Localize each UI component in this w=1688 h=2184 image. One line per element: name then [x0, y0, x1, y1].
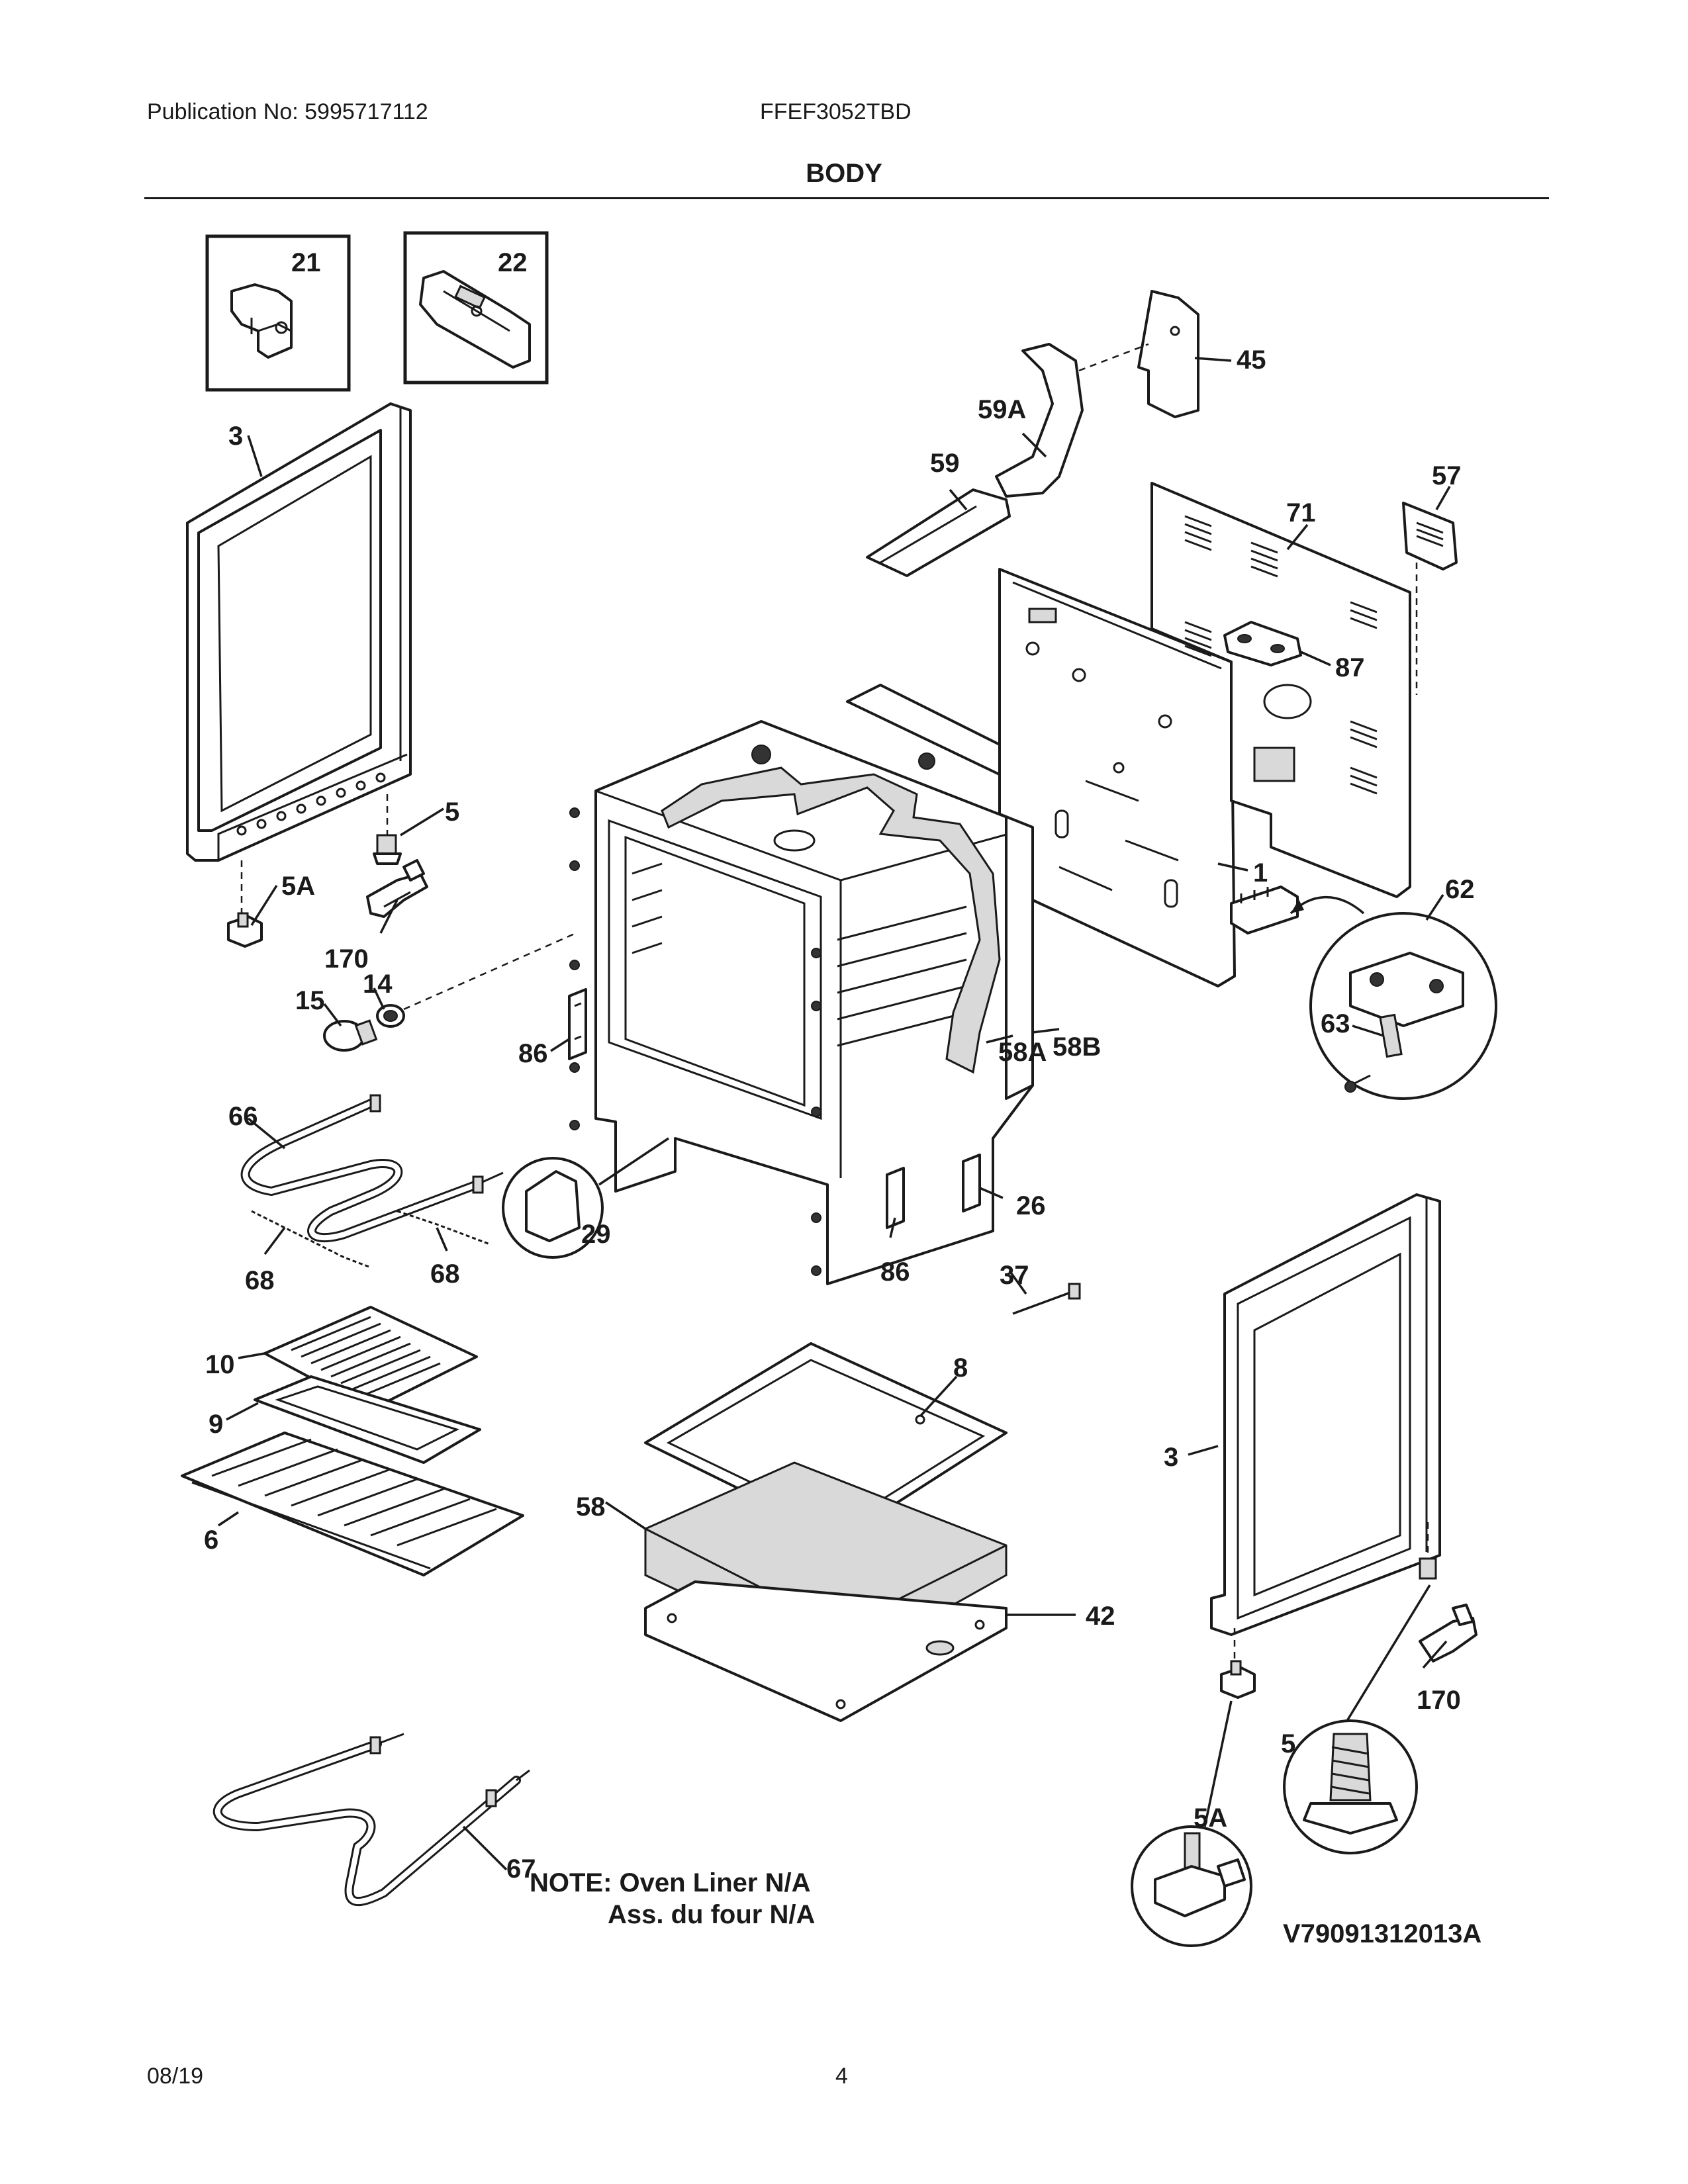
- inset-box-21: [205, 234, 351, 392]
- element-support-clip-left: [251, 1210, 371, 1269]
- callout-29: 29: [581, 1220, 611, 1249]
- callout-5A: 5A: [281, 872, 315, 901]
- left-side-panel: [186, 402, 412, 862]
- callout-170: 170: [324, 944, 369, 974]
- callout-3-left: 3: [228, 422, 243, 451]
- hinge-receptacle-26: [962, 1154, 981, 1212]
- vent-slots: [1184, 515, 1378, 795]
- callout-8: 8: [953, 1353, 968, 1383]
- callout-26: 26: [1016, 1191, 1046, 1220]
- vent-duct: [866, 488, 1011, 577]
- callout-15: 15: [295, 986, 325, 1015]
- element-support-clip-right: [397, 1210, 491, 1246]
- broil-pan: [254, 1375, 481, 1464]
- oven-cavity-frame: [569, 720, 1034, 1285]
- leveling-leg-detail: [1283, 1584, 1431, 1854]
- footer-date: 08/19: [147, 2064, 204, 2089]
- vent-duct-extension: [995, 343, 1084, 498]
- callout-57: 57: [1432, 461, 1462, 490]
- leg-bracket-right: [1220, 1628, 1256, 1699]
- hinge-detail: [502, 1137, 669, 1259]
- oven-rack: [181, 1432, 524, 1576]
- callout-9: 9: [209, 1410, 223, 1439]
- callout-1: 1: [1253, 858, 1268, 887]
- model-number: FFEF3052TBD: [760, 99, 912, 124]
- bottom-drawer-pan: [644, 1580, 1008, 1722]
- callout-45: 45: [1237, 345, 1266, 375]
- callout-58: 58: [576, 1492, 606, 1522]
- lamp-socket: [376, 932, 577, 1028]
- callout-87: 87: [1335, 653, 1365, 682]
- page-number: 4: [835, 2064, 848, 2089]
- callout-37: 37: [1000, 1261, 1029, 1290]
- callout-86-upper: 86: [518, 1039, 548, 1068]
- callout-5-right: 5: [1281, 1729, 1295, 1758]
- oven-temperature-sensor: [1012, 1283, 1081, 1315]
- terminal-block-plate: [1223, 621, 1302, 666]
- oven-light-bulb: [323, 1019, 378, 1052]
- rear-cover-plate: [1402, 502, 1458, 695]
- rear-access-panel: [1150, 482, 1411, 898]
- callout-6: 6: [204, 1525, 218, 1555]
- oven-liner-note-french: Ass. du four N/A: [608, 1900, 815, 1929]
- callout-59A: 59A: [978, 395, 1026, 424]
- rear-bracket: [1078, 290, 1199, 418]
- right-side-panel: [1210, 1193, 1441, 1636]
- panel-bottom-holes: [236, 772, 386, 836]
- bake-element: [212, 1733, 530, 1906]
- callout-5: 5: [445, 797, 459, 827]
- header-divider: [144, 197, 1549, 199]
- callout-86-lower: 86: [880, 1257, 910, 1287]
- callout-68-left: 68: [245, 1266, 275, 1295]
- inset-box-22: [403, 231, 549, 385]
- callout-42: 42: [1086, 1602, 1115, 1631]
- terminal-block-detail: [1309, 912, 1497, 1100]
- callout-62: 62: [1445, 875, 1475, 904]
- callout-67: 67: [506, 1854, 536, 1884]
- callout-66: 66: [228, 1102, 258, 1131]
- callout-14: 14: [363, 970, 393, 999]
- callout-68-right: 68: [430, 1259, 460, 1289]
- callout-5A-right: 5A: [1194, 1803, 1227, 1833]
- section-title: BODY: [806, 159, 882, 188]
- door-hinge-receptacle-upper: [568, 988, 587, 1060]
- publication-number: Publication No: 5995717112: [147, 99, 428, 124]
- oven-liner-note: NOTE: Oven Liner N/A: [530, 1868, 811, 1897]
- callout-59: 59: [930, 449, 960, 478]
- callout-58A: 58A: [998, 1038, 1047, 1067]
- leveling-leg-right: [1419, 1522, 1437, 1580]
- insulation-wrap: [661, 766, 1001, 1074]
- anti-tip-bracket-right: [1419, 1604, 1477, 1662]
- callout-10: 10: [205, 1350, 235, 1379]
- callout-22: 22: [498, 248, 528, 277]
- callout-170-right: 170: [1417, 1686, 1461, 1715]
- callout-63: 63: [1321, 1009, 1350, 1038]
- terminal-block: [1230, 886, 1365, 934]
- callout-71: 71: [1286, 498, 1316, 527]
- leader-lines: [218, 357, 1451, 1871]
- drawing-code: V79091312013A: [1283, 1919, 1481, 1948]
- door-hinge-receptacle-lower: [886, 1167, 905, 1229]
- leg-bracket-left: [227, 860, 263, 948]
- broil-element: [240, 1094, 504, 1243]
- callout-58B: 58B: [1053, 1032, 1101, 1062]
- callout-21: 21: [291, 248, 321, 277]
- anti-tip-bracket-left: [366, 859, 428, 918]
- callout-3-right: 3: [1164, 1443, 1178, 1472]
- callout-labels: 21 22 45 59A 59 57 71 87 3 5 5A 170 14 1…: [204, 248, 1475, 1884]
- leveling-leg-left: [373, 794, 402, 865]
- leg-bracket-detail: [1131, 1700, 1252, 1947]
